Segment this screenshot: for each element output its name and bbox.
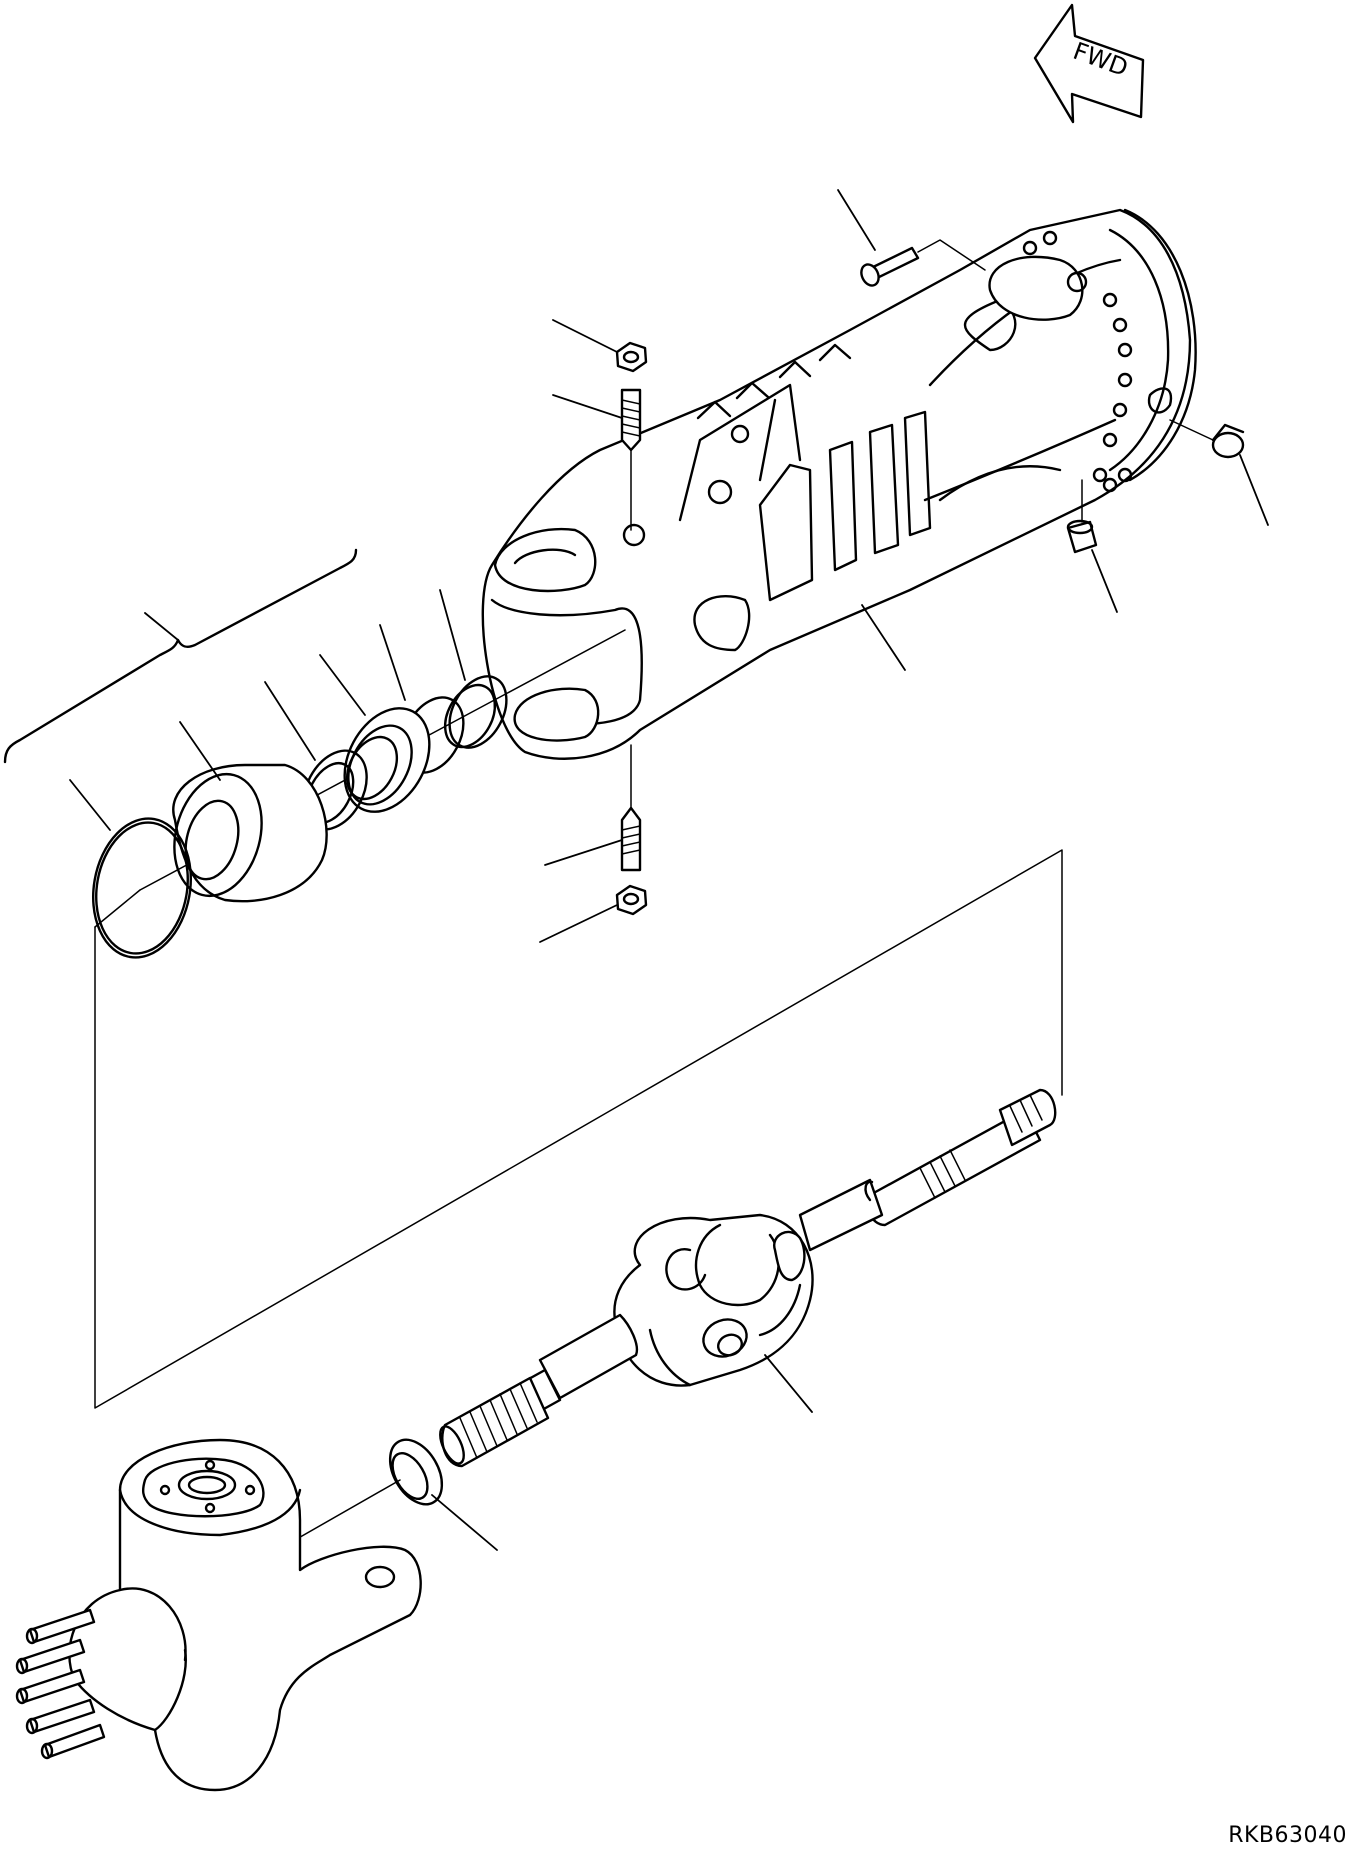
steering-knuckle: [15, 1438, 422, 1792]
stud-top: [620, 388, 642, 452]
oil-seal: [172, 763, 328, 903]
leader-oil-seal: [179, 721, 221, 781]
leader-shaft-seal: [431, 1494, 498, 1551]
bolt-axis: [917, 239, 986, 271]
drain-plug: [1211, 423, 1245, 459]
leader-nut-bottom: [539, 904, 618, 943]
mounting-bolt: [860, 246, 920, 287]
fwd-label: FWD: [1069, 37, 1131, 82]
nut-top: [615, 341, 648, 373]
leader-lines: [69, 189, 1269, 1551]
connection-frame: [94, 849, 1063, 1409]
axle-housing: [481, 208, 1197, 760]
leader-stud-bottom: [544, 839, 623, 866]
wheel-studs: [15, 1608, 106, 1760]
connection-frame-top: [94, 889, 141, 928]
stud-bottom: [620, 806, 642, 872]
nut-bottom: [615, 884, 648, 916]
leader-bearing: [319, 654, 366, 716]
leader-housing: [861, 604, 906, 671]
leader-bolt: [837, 189, 876, 251]
drawing-code: RKB63040: [1228, 1823, 1347, 1848]
snap-ring-outer: [443, 675, 508, 749]
leader-group: [144, 612, 179, 641]
leader-nut-top: [552, 319, 618, 353]
leader-o-ring: [69, 779, 111, 831]
leader-stud-top: [552, 394, 623, 419]
leader-spacer: [264, 681, 316, 761]
shaft-seal: [388, 1438, 444, 1506]
leader-fill-plug: [1091, 549, 1118, 613]
group-bracket: [3, 548, 358, 764]
plug-axis: [1169, 419, 1214, 441]
leader-snap-outer: [439, 589, 466, 681]
fwd-arrow-icon: FWD: [1033, 3, 1145, 124]
axle-shaft-assembly: [439, 1088, 1057, 1468]
leader-shaft: [764, 1354, 813, 1413]
leader-snap-inner: [379, 624, 406, 701]
fill-plug: [1066, 519, 1098, 554]
leader-plug: [1239, 454, 1269, 526]
o-ring: [91, 817, 193, 959]
